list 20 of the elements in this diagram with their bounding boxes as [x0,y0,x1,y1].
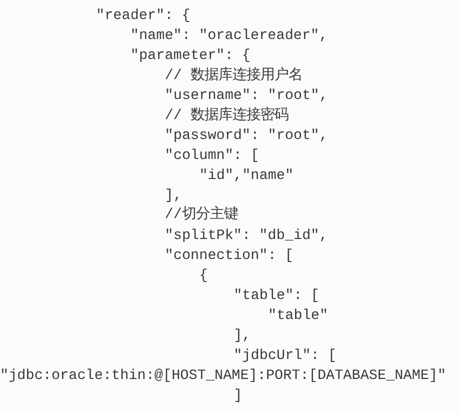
code-line: { [199,267,208,285]
code-line: "password": "root", [164,127,328,145]
code-line: "table": [ [234,287,320,305]
code-line: "jdbcUrl": [ [234,347,337,365]
code-line: "username": "root", [164,87,328,105]
code-line: "id","name" [199,167,294,185]
code-line: "connection": [ [164,247,294,265]
code-line: ] [234,387,242,405]
code-line: "splitPk": "db_id", [164,227,328,245]
code-line: "table" [268,307,328,325]
code-line: "jdbc:oracle:thin:@[HOST_NAME]:PORT:[DATABASE_NAME]" [0,367,446,385]
code-line: ], [164,187,182,205]
code-comment: // 数据库连接密码 [164,107,289,125]
code-line: "reader": { [96,7,190,25]
code-line: "column": [ [164,147,260,165]
code-comment: //切分主键 [164,206,238,224]
code-line: "name": "oraclereader", [130,27,328,45]
code-comment: // 数据库连接用户名 [164,67,303,85]
code-line: "parameter": { [130,47,251,65]
code-line: ], [234,327,251,345]
